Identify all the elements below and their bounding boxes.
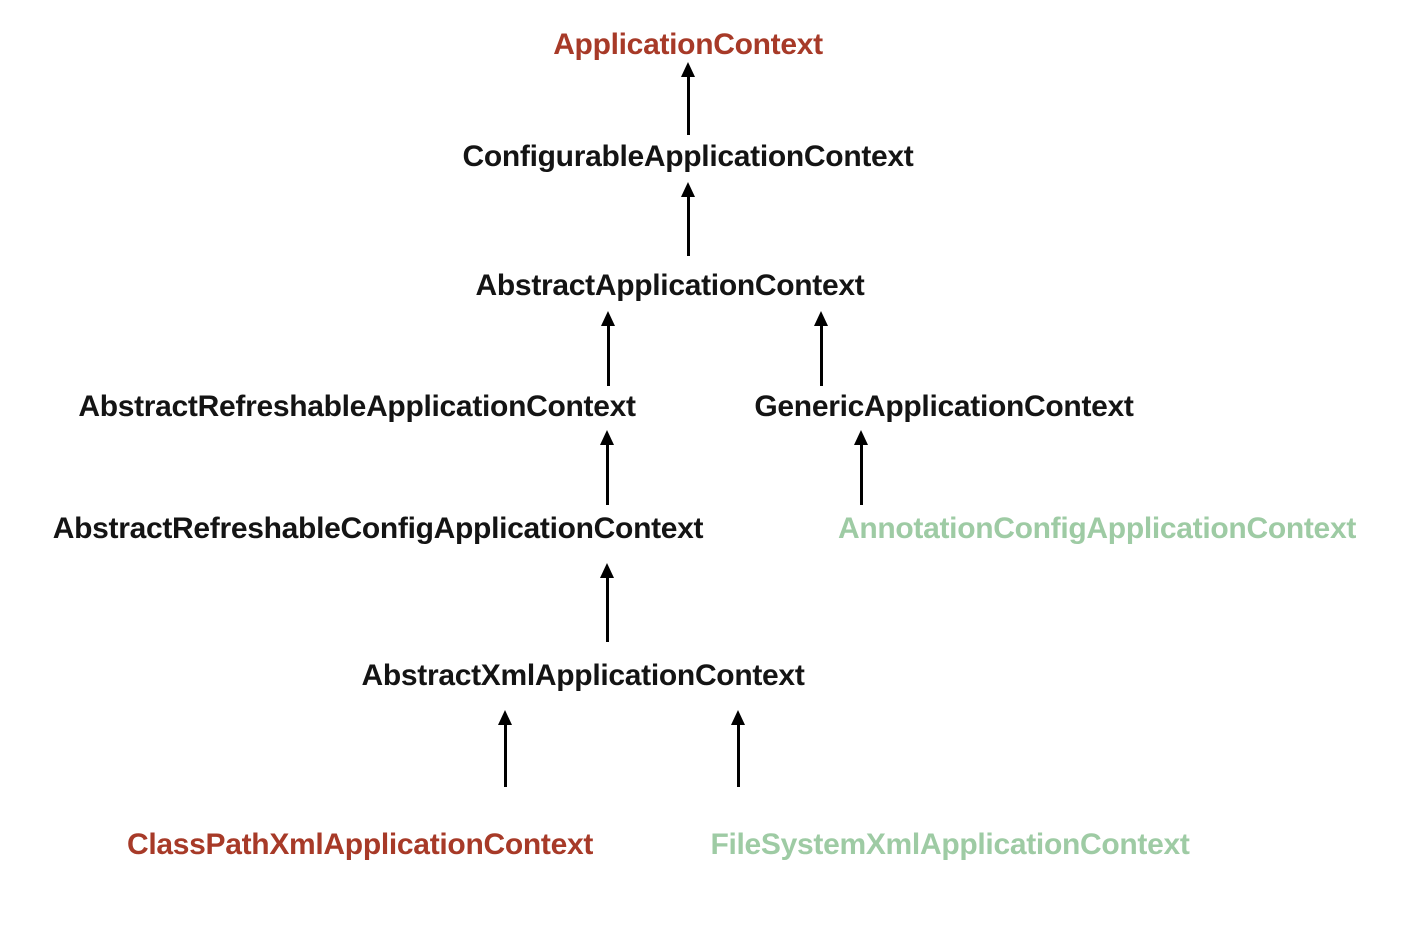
inheritance-arrow-abstract-application-context-to-configurable-application-context: [681, 182, 695, 256]
arrow-shaft: [606, 325, 610, 386]
arrow-head-icon: [814, 311, 828, 326]
inheritance-arrow-abstract-refreshable-application-context-to-abstract-application-context: [601, 311, 615, 386]
inheritance-arrow-filesystem-xml-application-context-to-abstract-xml-application-context: [731, 710, 745, 787]
arrow-shaft: [859, 444, 863, 505]
arrow-head-icon: [854, 430, 868, 445]
inheritance-arrow-classpath-xml-application-context-to-abstract-xml-application-context: [498, 710, 512, 787]
inheritance-arrow-abstract-xml-application-context-to-abstract-refreshable-config-application-context: [600, 563, 614, 642]
class-node-classpath-xml-application-context: ClassPathXmlApplicationContext: [126, 828, 594, 861]
arrow-head-icon: [601, 311, 615, 326]
class-node-abstract-application-context: AbstractApplicationContext: [475, 269, 865, 302]
class-node-filesystem-xml-application-context: FileSystemXmlApplicationContext: [710, 828, 1190, 861]
arrow-shaft: [605, 444, 609, 505]
class-node-abstract-refreshable-config-application-context: AbstractRefreshableConfigApplicationCont…: [52, 512, 704, 545]
arrow-head-icon: [731, 710, 745, 725]
arrow-shaft: [686, 76, 690, 135]
arrow-shaft: [819, 325, 823, 386]
class-node-abstract-xml-application-context: AbstractXmlApplicationContext: [361, 659, 805, 692]
arrow-shaft: [686, 196, 690, 256]
class-node-generic-application-context: GenericApplicationContext: [754, 390, 1134, 423]
inheritance-arrow-configurable-application-context-to-application-context: [681, 62, 695, 135]
arrow-shaft: [736, 724, 740, 787]
class-node-configurable-application-context: ConfigurableApplicationContext: [462, 140, 914, 173]
inheritance-arrow-generic-application-context-to-abstract-application-context: [814, 311, 828, 386]
arrow-head-icon: [681, 182, 695, 197]
arrow-shaft: [605, 577, 609, 642]
arrow-shaft: [503, 724, 507, 787]
arrow-head-icon: [498, 710, 512, 725]
arrow-head-icon: [600, 563, 614, 578]
arrow-head-icon: [681, 62, 695, 77]
inheritance-arrow-annotation-config-application-context-to-generic-application-context: [854, 430, 868, 505]
class-node-annotation-config-application-context: AnnotationConfigApplicationContext: [837, 512, 1357, 545]
class-node-application-context: ApplicationContext: [553, 28, 823, 61]
arrow-head-icon: [600, 430, 614, 445]
class-node-abstract-refreshable-application-context: AbstractRefreshableApplicationContext: [78, 390, 636, 423]
inheritance-arrow-abstract-refreshable-config-application-context-to-abstract-refreshable-application-context: [600, 430, 614, 505]
